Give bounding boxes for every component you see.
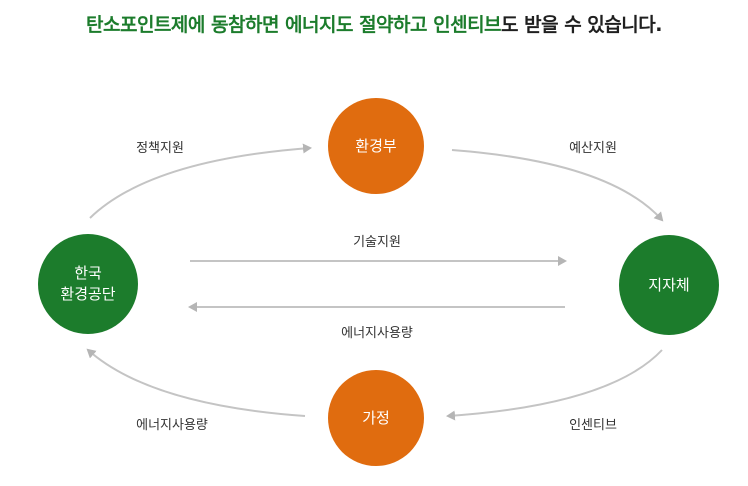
node-household: 가정: [328, 370, 424, 466]
headline: 탄소포인트제에 동참하면 에너지도 절약하고 인센티브도 받을 수 있습니다.: [0, 10, 748, 37]
label-energy-usage-middle: 에너지사용량: [341, 326, 413, 341]
node-ministry-of-environment: 환경부: [328, 98, 424, 194]
label-budget-support: 예산지원: [569, 141, 617, 156]
label-policy-support: 정책지원: [136, 141, 184, 156]
node-local-government: 지자체: [619, 235, 719, 335]
label-technical-support: 기술지원: [353, 235, 401, 250]
label-energy-usage-bottom: 에너지사용량: [136, 418, 208, 433]
label-incentive: 인센티브: [569, 418, 617, 433]
arrow-incentive: [446, 349, 663, 421]
headline-highlight: 탄소포인트제에 동참하면 에너지도 절약하고 인센티브: [86, 14, 502, 36]
arrow-budget-support: [451, 149, 664, 222]
node-korea-environment-corporation: 한국 환경공단: [38, 234, 138, 334]
headline-rest: 도 받을 수 있습니다.: [501, 14, 662, 36]
arrow-energy-usage-bottom: [86, 348, 306, 417]
arrow-policy-support: [89, 143, 312, 219]
